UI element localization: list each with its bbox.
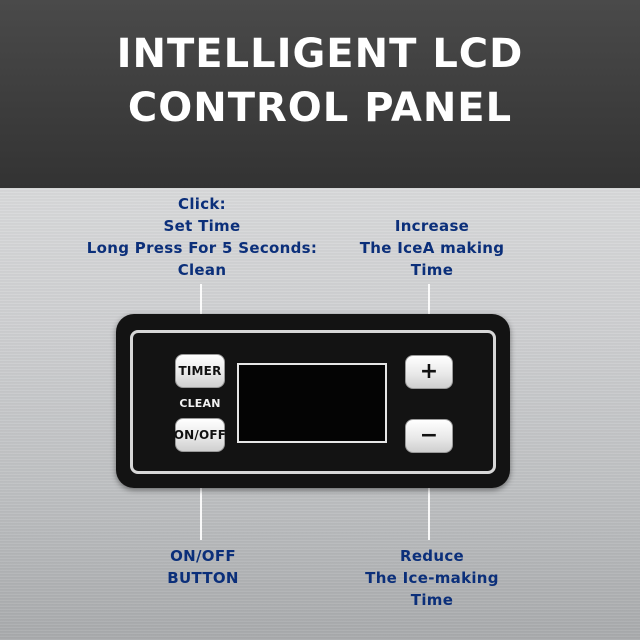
onoff-leader-line: [200, 452, 202, 540]
onoff-button[interactable]: ON/OFF: [173, 418, 227, 452]
increase-callout-line: Time: [410, 261, 454, 279]
headline-banner: [0, 0, 640, 188]
plus-icon: +: [419, 359, 439, 384]
reduce-callout: Reduce The Ice-making Time: [336, 545, 528, 611]
timer-callout-line: Click:: [178, 195, 226, 213]
lcd-display: [237, 363, 387, 443]
headline-line-1: INTELLIGENT LCD: [116, 31, 524, 77]
onoff-callout-line: ON/OFF: [170, 547, 236, 565]
timer-callout-line: Long Press For 5 Seconds:: [86, 239, 318, 257]
timer-callout-line: Set Time: [163, 217, 241, 235]
onoff-callout: ON/OFF BUTTON: [128, 545, 278, 589]
timer-button[interactable]: TIMER: [175, 354, 225, 388]
increase-button[interactable]: +: [405, 355, 453, 389]
timer-callout: Click: Set Time Long Press For 5 Seconds…: [70, 193, 334, 281]
onoff-button-label: ON/OFF: [173, 428, 227, 442]
headline-line-2: CONTROL PANEL: [127, 85, 513, 131]
reduce-callout-line: Time: [410, 591, 454, 609]
reduce-callout-line: Reduce: [399, 547, 464, 565]
reduce-callout-line: The Ice-making: [365, 569, 499, 587]
control-panel-bezel: [130, 330, 496, 474]
clean-label: CLEAN: [179, 397, 221, 410]
minus-icon: −: [419, 423, 439, 448]
onoff-callout-line: BUTTON: [167, 569, 239, 587]
reduce-button[interactable]: −: [405, 419, 453, 453]
minus-leader-line: [428, 453, 430, 540]
timer-button-label: TIMER: [178, 364, 222, 378]
increase-callout-line: The IceA making: [359, 239, 505, 257]
timer-callout-line: Clean: [177, 261, 227, 279]
increase-callout: Increase The IceA making Time: [342, 215, 522, 281]
increase-callout-line: Increase: [394, 217, 470, 235]
